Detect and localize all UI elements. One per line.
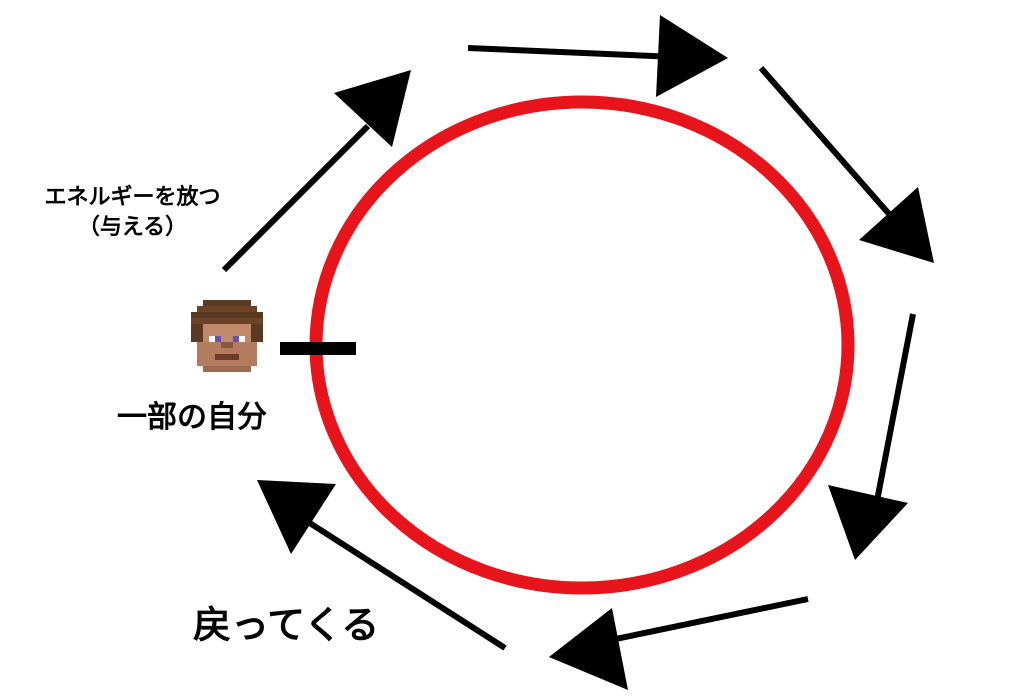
self-connector-bar: [280, 342, 356, 355]
arrow-5: [549, 596, 809, 690]
return-label: 戻ってくる: [193, 603, 380, 647]
give-energy-line2: （与える）: [77, 215, 188, 240]
self-label: 一部の自分: [117, 400, 267, 435]
pixel-face-avatar-icon: [191, 300, 263, 372]
arrow-3: [758, 66, 934, 263]
give-energy-line1: エネルギーを放つ: [44, 185, 221, 210]
arrow-6: [257, 480, 507, 651]
arrow-4: [828, 313, 916, 560]
arrow-1: [221, 70, 411, 273]
cycle-circle: [309, 95, 855, 595]
arrow-2: [467, 15, 728, 97]
give-energy-label: エネルギーを放つ （与える）: [10, 183, 255, 243]
